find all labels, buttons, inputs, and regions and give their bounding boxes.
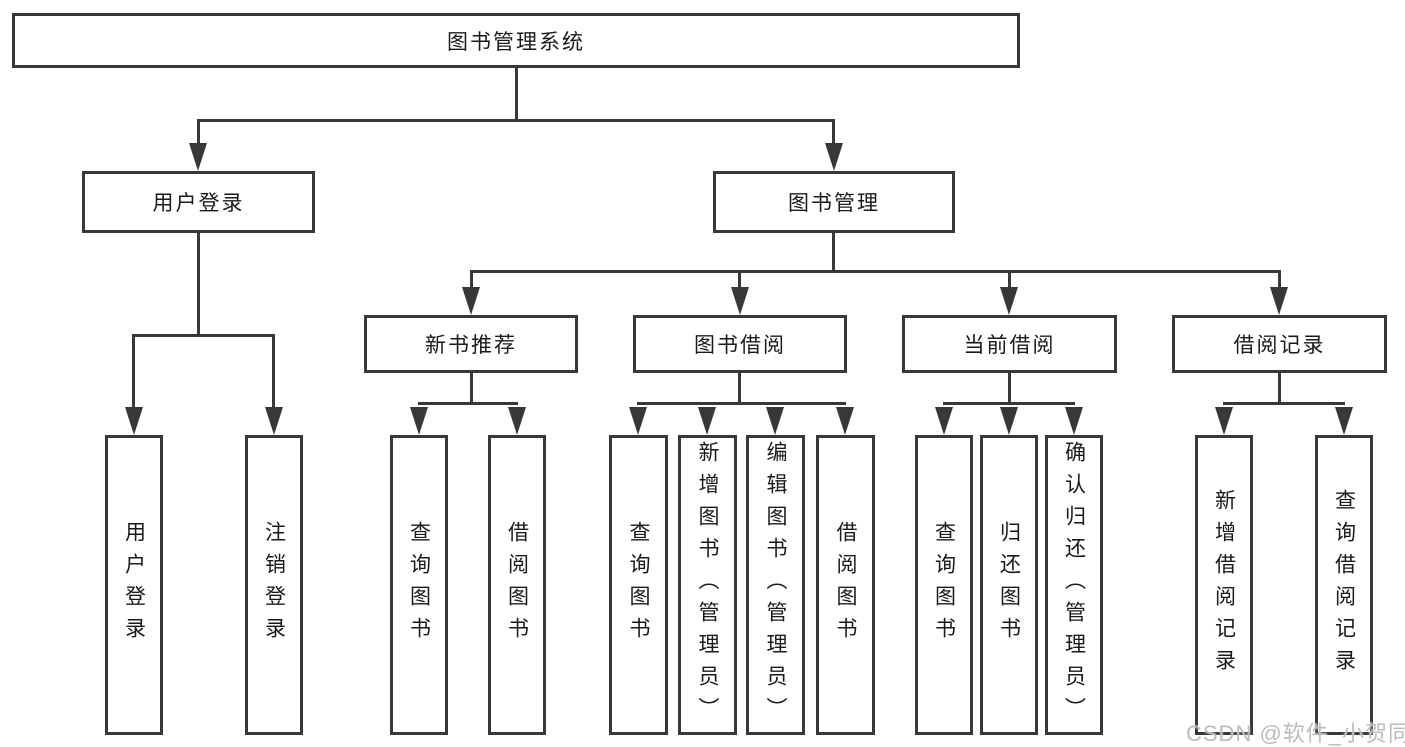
- watermark: CSDN @软件_小贺同学: [1186, 721, 1405, 746]
- leaf-user-login-label: 用户登录: [122, 521, 146, 649]
- node-borrowing-records-label: 借阅记录: [1233, 334, 1326, 357]
- arrow-down-icon: [836, 407, 854, 435]
- leaf-records-query-record: 查询借阅记录: [1315, 435, 1373, 735]
- leaf-borrowing-query-books: 查询图书: [609, 435, 668, 735]
- node-book-management-label: 图书管理: [788, 192, 880, 215]
- connector-line: [738, 373, 741, 404]
- connector-line: [943, 402, 1075, 405]
- connector-line: [197, 119, 200, 151]
- leaf-recommend-borrow-books-label: 借阅图书: [505, 521, 529, 649]
- arrow-down-icon: [825, 143, 843, 171]
- node-borrowing-records: 借阅记录: [1172, 315, 1387, 373]
- connector-line: [832, 119, 835, 151]
- node-new-book-recommend-label: 新书推荐: [425, 334, 517, 357]
- arrow-down-icon: [189, 143, 207, 171]
- connector-line: [272, 334, 275, 412]
- connector-line: [832, 233, 835, 272]
- node-current-borrowing: 当前借阅: [902, 315, 1117, 373]
- leaf-recommend-query-books: 查询图书: [390, 435, 448, 735]
- arrow-down-icon: [766, 407, 784, 435]
- leaf-current-return-books-label: 归还图书: [997, 521, 1021, 649]
- connector-line: [418, 402, 518, 405]
- leaf-borrowing-borrow-books: 借阅图书: [816, 435, 875, 735]
- leaf-records-add-record: 新增借阅记录: [1195, 435, 1253, 735]
- arrow-down-icon: [698, 407, 716, 435]
- connector-line: [133, 334, 275, 337]
- connector-line: [1278, 373, 1281, 404]
- arrow-down-icon: [1000, 407, 1018, 435]
- leaf-borrowing-borrow-books-label: 借阅图书: [834, 521, 857, 649]
- leaf-borrowing-add-books-admin: 新增图书（管理员）: [678, 435, 737, 735]
- leaf-borrowing-add-books-admin-label: 新增图书（管理员）: [696, 441, 719, 729]
- arrow-down-icon: [462, 287, 480, 315]
- connector-line: [470, 373, 473, 404]
- arrow-down-icon: [731, 287, 749, 315]
- connector-line: [197, 119, 835, 122]
- leaf-records-query-record-label: 查询借阅记录: [1332, 489, 1356, 681]
- connector-line: [1278, 270, 1281, 292]
- arrow-down-icon: [265, 407, 283, 435]
- arrow-down-icon: [1270, 287, 1288, 315]
- leaf-borrowing-query-books-label: 查询图书: [627, 521, 650, 649]
- node-user-login-label: 用户登录: [152, 192, 245, 215]
- arrow-down-icon: [410, 407, 428, 435]
- connector-line: [637, 402, 846, 405]
- node-root-system: 图书管理系统: [12, 13, 1020, 68]
- connector-line: [197, 233, 200, 336]
- leaf-current-query-books-label: 查询图书: [932, 521, 956, 649]
- connector-line: [470, 270, 473, 292]
- arrow-down-icon: [1215, 407, 1233, 435]
- connector-line: [515, 68, 518, 119]
- leaf-recommend-query-books-label: 查询图书: [407, 521, 431, 649]
- node-current-borrowing-label: 当前借阅: [963, 334, 1056, 357]
- connector-line: [738, 270, 741, 292]
- leaf-current-return-books: 归还图书: [980, 435, 1038, 735]
- arrow-down-icon: [1065, 407, 1083, 435]
- node-book-management: 图书管理: [713, 171, 955, 233]
- node-book-borrowing-label: 图书借阅: [694, 334, 786, 357]
- arrow-down-icon: [935, 407, 953, 435]
- node-book-borrowing: 图书借阅: [633, 315, 847, 373]
- leaf-user-login: 用户登录: [105, 435, 163, 735]
- arrow-down-icon: [1335, 407, 1353, 435]
- node-new-book-recommend: 新书推荐: [364, 315, 578, 373]
- leaf-logout: 注销登录: [245, 435, 303, 735]
- leaf-recommend-borrow-books: 借阅图书: [488, 435, 546, 735]
- leaf-logout-label: 注销登录: [262, 521, 286, 649]
- node-user-login: 用户登录: [82, 171, 315, 233]
- leaf-current-confirm-return-admin-label: 确认归还（管理员）: [1062, 441, 1086, 729]
- leaf-borrowing-edit-books-admin: 编辑图书（管理员）: [746, 435, 805, 735]
- connector-line: [1008, 373, 1011, 404]
- leaf-current-confirm-return-admin: 确认归还（管理员）: [1045, 435, 1103, 735]
- arrow-down-icon: [508, 407, 526, 435]
- arrow-down-icon: [1000, 287, 1018, 315]
- connector-line: [470, 270, 1280, 273]
- connector-line: [132, 334, 135, 412]
- arrow-down-icon: [125, 407, 143, 435]
- leaf-borrowing-edit-books-admin-label: 编辑图书（管理员）: [764, 441, 787, 729]
- leaf-current-query-books: 查询图书: [915, 435, 973, 735]
- node-root-label: 图书管理系统: [447, 30, 585, 54]
- connector-line: [1223, 402, 1345, 405]
- leaf-records-add-record-label: 新增借阅记录: [1212, 489, 1236, 681]
- connector-line: [1008, 270, 1011, 292]
- arrow-down-icon: [629, 407, 647, 435]
